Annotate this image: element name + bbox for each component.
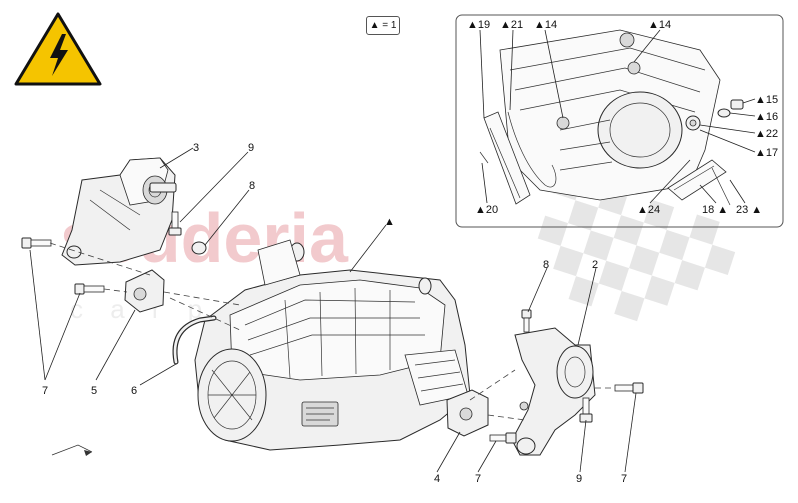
- bolt-7-left-mid: [74, 283, 105, 295]
- checkered-flag-watermark: [537, 170, 736, 322]
- inset-callout-14-left: ▲14: [534, 19, 557, 31]
- callout-triangle: ▲: [384, 216, 395, 228]
- inset-callout-21: ▲21: [500, 19, 523, 31]
- callout-2: 2: [592, 259, 598, 271]
- inset-callout-16: ▲16: [755, 111, 778, 123]
- inset-callout-19: ▲19: [467, 19, 490, 31]
- callout-4: 4: [434, 473, 440, 485]
- inset-callout-22: ▲22: [755, 128, 778, 140]
- legend-quantity-box: ▲ = 1: [366, 16, 400, 35]
- callout-3: 3: [193, 142, 199, 154]
- bolt-7-left-top: [21, 237, 52, 249]
- callout-7-left: 7: [42, 385, 48, 397]
- drive-unit-assembly: [194, 239, 471, 451]
- bolt-9-upper: [168, 211, 182, 236]
- inset-callout-24: ▲24: [637, 204, 660, 216]
- callout-5: 5: [91, 385, 97, 397]
- lower-mount-block: [446, 389, 489, 437]
- callout-6: 6: [131, 385, 137, 397]
- bolt-7-far-right: [614, 382, 644, 394]
- direction-arrow-icon: [51, 444, 93, 456]
- inset-callout-23: 23 ▲: [736, 204, 762, 216]
- bolt-7-right-lower: [489, 432, 517, 444]
- inset-callout-17: ▲17: [755, 147, 778, 159]
- main-callouts: 3 9 8 7 5 6 ▲ 8 2 4 7 9 7: [42, 142, 627, 485]
- inset-drive-unit: [479, 29, 744, 206]
- left-engine-mount: [61, 157, 177, 266]
- legend-text: ▲ = 1: [369, 20, 397, 31]
- callout-8-right: 8: [543, 259, 549, 271]
- inset-callout-15: ▲15: [755, 94, 778, 106]
- inset-leader-lines: [479, 29, 756, 204]
- inset-callout-14-right: ▲14: [648, 19, 671, 31]
- callout-7-right: 7: [621, 473, 627, 485]
- bolt-8-right: [521, 309, 532, 333]
- callout-9-top: 9: [248, 142, 254, 154]
- inset-callout-20: ▲20: [475, 204, 498, 216]
- callout-8-top: 8: [249, 180, 255, 192]
- high-voltage-warning-icon: [14, 12, 102, 86]
- inset-callouts: ▲19 ▲21 ▲14 ▲14 ▲15 ▲16 ▲22 ▲17 ▲20 ▲24 …: [467, 19, 778, 216]
- callout-7-bottom: 7: [475, 473, 481, 485]
- inset-callout-18: 18 ▲: [702, 204, 728, 216]
- main-leader-lines: [29, 147, 637, 473]
- small-mount-block: [124, 269, 165, 313]
- assembly-dashed-lines: [49, 242, 615, 421]
- detail-inset-frame: [455, 14, 784, 228]
- washer-8-upper: [191, 241, 207, 255]
- right-engine-mount: [511, 327, 596, 456]
- callout-9-bottom: 9: [576, 473, 582, 485]
